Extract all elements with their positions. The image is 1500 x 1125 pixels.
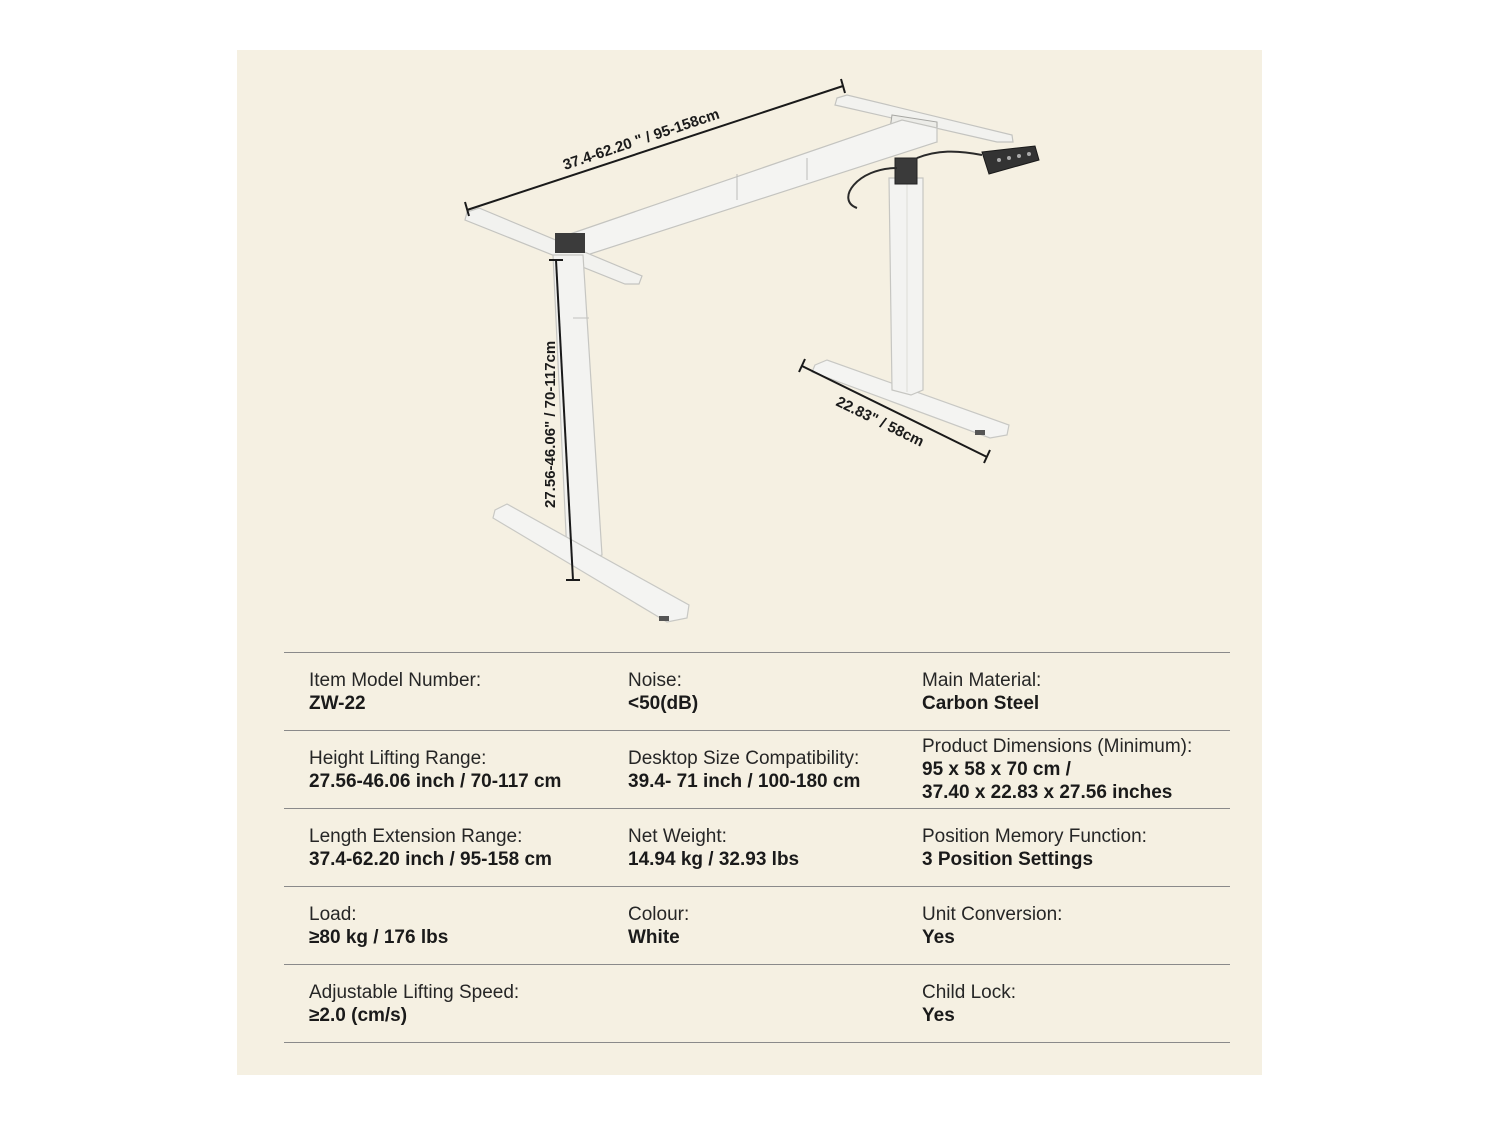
spec-value: 3 Position Settings	[922, 848, 1094, 870]
right-top-bracket	[834, 94, 1014, 143]
spec-item-model-number: Item Model Number: ZW-22	[284, 669, 603, 715]
spec-label: Position Memory Function:	[922, 825, 1147, 847]
spec-row: Length Extension Range: 37.4-62.20 inch …	[284, 809, 1230, 887]
spec-noise: Noise: <50(dB)	[603, 669, 897, 715]
spec-value: ≥2.0 (cm/s)	[309, 1004, 408, 1026]
spec-unit-conversion: Unit Conversion: Yes	[897, 903, 1230, 949]
spec-label: Child Lock:	[922, 981, 1016, 1003]
control-panel	[981, 145, 1040, 175]
spec-row: Load: ≥80 kg / 176 lbs Colour: White Uni…	[284, 887, 1230, 965]
left-top-bracket	[464, 207, 643, 285]
spec-value: 39.4- 71 inch / 100-180 cm	[628, 770, 861, 792]
spec-row: Item Model Number: ZW-22 Noise: <50(dB) …	[284, 653, 1230, 731]
spec-value: Yes	[922, 1004, 955, 1026]
specifications-table: Item Model Number: ZW-22 Noise: <50(dB) …	[284, 652, 1230, 1043]
product-spec-card: 37.4-62.20 " / 95-158cm 27.56-46.06" / 7…	[237, 50, 1262, 1075]
spec-desktop-size-compatibility: Desktop Size Compatibility: 39.4- 71 inc…	[603, 747, 897, 793]
spec-colour: Colour: White	[603, 903, 897, 949]
spec-label: Load:	[309, 903, 357, 925]
spec-value: White	[628, 926, 680, 948]
spec-value: 37.4-62.20 inch / 95-158 cm	[309, 848, 552, 870]
spec-product-dimensions: Product Dimensions (Minimum): 95 x 58 x …	[897, 735, 1230, 804]
length-dimension: 37.4-62.20 " / 95-158cm	[464, 78, 846, 217]
spec-label: Adjustable Lifting Speed:	[309, 981, 520, 1003]
spec-main-material: Main Material: Carbon Steel	[897, 669, 1230, 715]
spec-child-lock: Child Lock: Yes	[897, 981, 1230, 1027]
spec-label: Product Dimensions (Minimum):	[922, 736, 1193, 757]
spec-value: Carbon Steel	[922, 692, 1040, 714]
height-dimension: 27.56-46.06" / 70-117cm	[542, 259, 580, 581]
spec-value: ≥80 kg / 176 lbs	[309, 926, 449, 948]
spec-label: Height Lifting Range:	[309, 747, 487, 769]
spec-value: 27.56-46.06 inch / 70-117 cm	[309, 770, 562, 792]
spec-label: Colour:	[628, 903, 690, 925]
spec-label: Desktop Size Compatibility:	[628, 747, 860, 769]
spec-position-memory-function: Position Memory Function: 3 Position Set…	[897, 825, 1230, 871]
spec-value: <50(dB)	[628, 692, 699, 714]
spec-label: Item Model Number:	[309, 669, 482, 691]
height-dimension-label: 27.56-46.06" / 70-117cm	[542, 341, 559, 508]
spec-value: Yes	[922, 926, 955, 948]
spec-adjustable-lifting-speed: Adjustable Lifting Speed: ≥2.0 (cm/s)	[284, 981, 603, 1027]
spec-value: ZW-22	[309, 692, 366, 714]
length-dimension-label: 37.4-62.20 " / 95-158cm	[561, 106, 722, 174]
spec-value: 95 x 58 x 70 cm /	[922, 759, 1071, 780]
spec-label: Length Extension Range:	[309, 825, 523, 847]
spec-label: Net Weight:	[628, 825, 727, 847]
spec-height-lifting-range: Height Lifting Range: 27.56-46.06 inch /…	[284, 747, 603, 793]
spec-label: Noise:	[628, 669, 682, 691]
spec-label: Unit Conversion:	[922, 903, 1063, 925]
spec-row: Height Lifting Range: 27.56-46.06 inch /…	[284, 731, 1230, 809]
spec-row: Adjustable Lifting Speed: ≥2.0 (cm/s) Ch…	[284, 965, 1230, 1043]
spec-label: Main Material:	[922, 669, 1042, 691]
desk-frame-illustration: 37.4-62.20 " / 95-158cm 27.56-46.06" / 7…	[464, 78, 1040, 623]
spec-net-weight: Net Weight: 14.94 kg / 32.93 lbs	[603, 825, 897, 871]
spec-value-secondary: 37.40 x 22.83 x 27.56 inches	[922, 782, 1173, 803]
right-leg	[888, 177, 924, 396]
left-leg	[552, 254, 603, 563]
spec-value: 14.94 kg / 32.93 lbs	[628, 848, 800, 870]
spec-length-extension-range: Length Extension Range: 37.4-62.20 inch …	[284, 825, 603, 871]
spec-load: Load: ≥80 kg / 176 lbs	[284, 903, 603, 949]
left-foot	[492, 503, 690, 623]
